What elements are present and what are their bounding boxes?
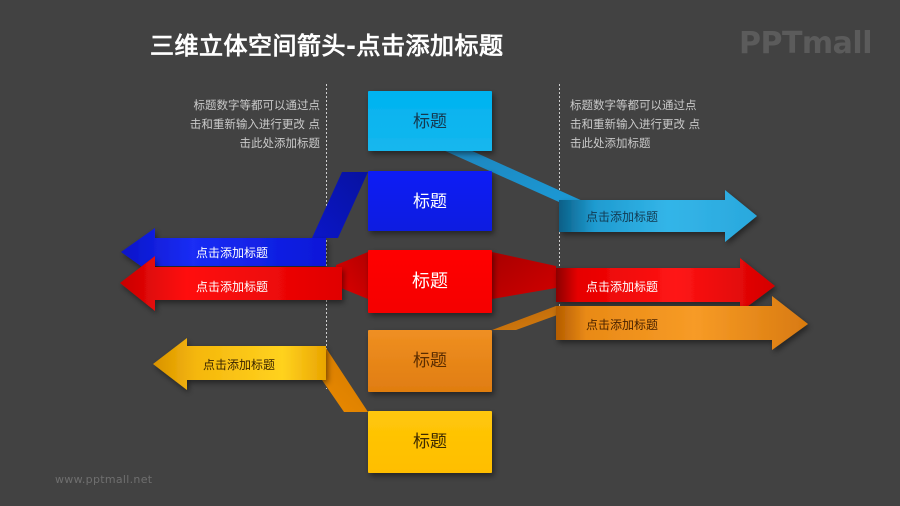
- center-box-blue[interactable]: [368, 171, 492, 231]
- center-box-red[interactable]: [368, 250, 492, 313]
- red-ribbon-right: [492, 252, 556, 299]
- cyan-right-arrow[interactable]: [559, 190, 757, 242]
- description-left: 标题数字等都可以通过点 击和重新输入进行更改 点 击此处添加标题: [189, 98, 320, 150]
- pptmall-logo: PPTmall: [738, 26, 873, 61]
- cyan-ribbon: [443, 150, 585, 202]
- footer-url: www.pptmall.net: [55, 473, 153, 486]
- blue-group: [121, 171, 492, 276]
- red-right-arrow[interactable]: [556, 258, 775, 312]
- gold-left-arrow[interactable]: [153, 338, 326, 390]
- description-right: 标题数字等都可以通过点 击和重新输入进行更改 点 击此处添加标题: [570, 98, 701, 150]
- center-box-yellow[interactable]: [368, 411, 492, 473]
- blue-left-arrow[interactable]: [121, 228, 326, 276]
- orange-group: [368, 296, 808, 392]
- yellow-group: [153, 338, 492, 473]
- center-box-cyan[interactable]: [368, 91, 492, 151]
- center-box-orange[interactable]: [368, 330, 492, 392]
- orange-right-arrow[interactable]: [556, 296, 808, 350]
- red-ribbon-left: [336, 252, 368, 299]
- page-title: 三维立体空间箭头-点击添加标题: [150, 32, 504, 60]
- cyan-group: [368, 91, 757, 242]
- blue-ribbon: [312, 172, 368, 238]
- red-left-arrow[interactable]: [120, 256, 342, 311]
- red-group: [120, 250, 775, 313]
